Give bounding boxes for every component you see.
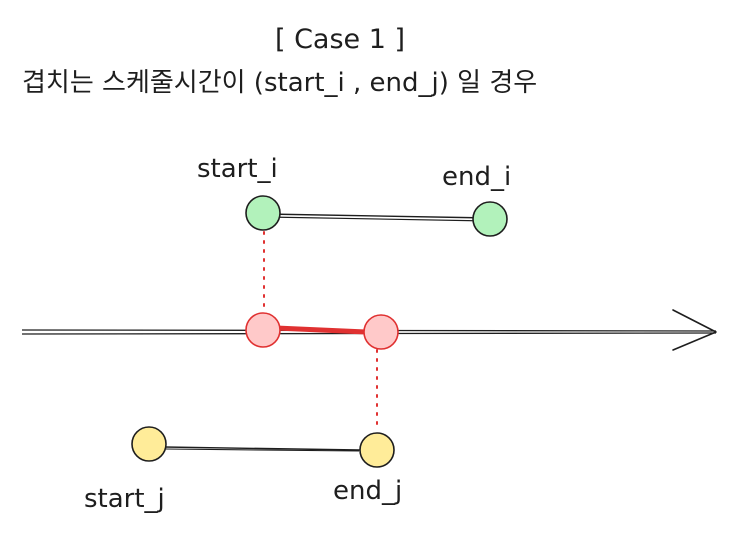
interval-i-line xyxy=(264,213,491,219)
end-i-label: end_i xyxy=(442,162,511,192)
interval-j xyxy=(131,426,395,468)
end-i-node xyxy=(472,201,508,237)
start-i-label: start_i xyxy=(197,154,278,184)
interval-j-line-sketch xyxy=(164,448,360,452)
start-j-label: start_j xyxy=(84,484,165,514)
end-j-node xyxy=(359,432,395,468)
axis-arrowhead xyxy=(672,309,717,351)
end-j-label: end_j xyxy=(333,476,402,506)
case-title: [ Case 1 ] xyxy=(275,24,405,55)
overlap-interval xyxy=(245,312,399,350)
overlap-segment xyxy=(273,325,369,335)
interval-j-line xyxy=(163,446,361,451)
overlap-start-node xyxy=(245,312,281,348)
interval-i xyxy=(245,195,508,237)
case-description: 겹치는 스케줄시간이 (start_i , end_j) 일 경우 xyxy=(22,68,537,98)
overlap-end-node xyxy=(363,314,399,350)
interval-i-line-sketch xyxy=(265,216,490,222)
start-j-node xyxy=(131,426,167,462)
start-i-node xyxy=(245,195,281,231)
